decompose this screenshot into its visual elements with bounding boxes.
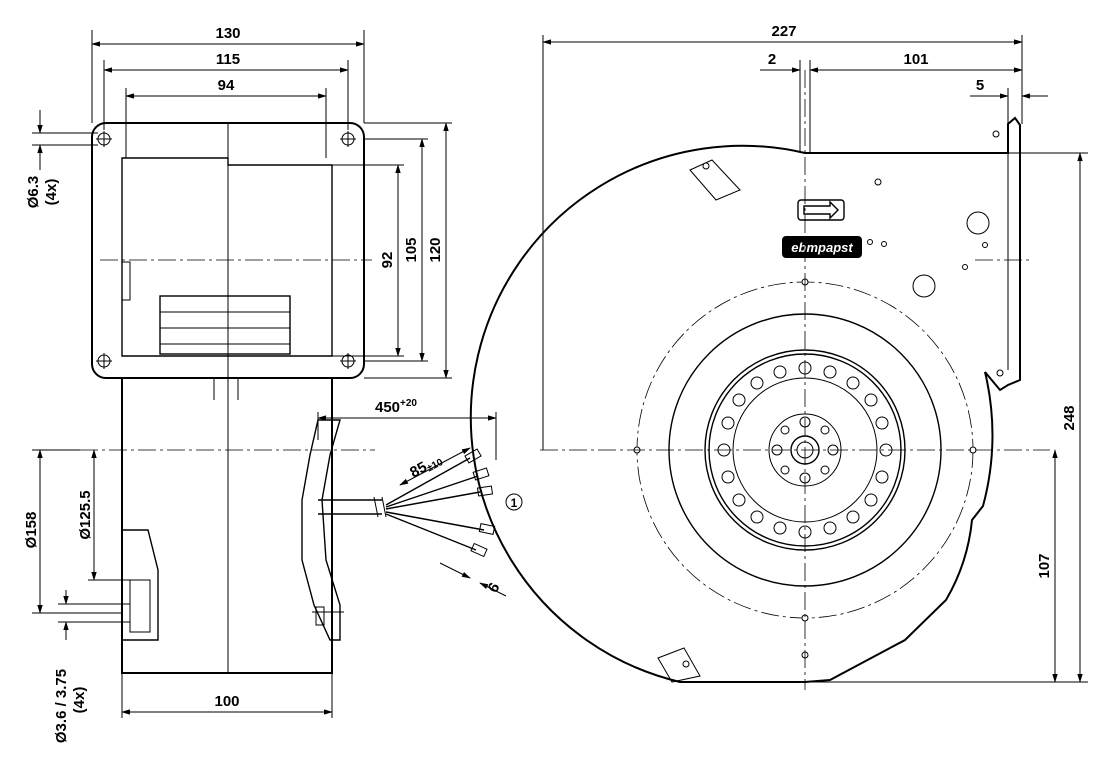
motor-body — [121, 378, 333, 674]
dim-dia-125-5: Ø125.5 — [77, 490, 94, 539]
dim-101: 101 — [903, 51, 928, 68]
dim-2: 2 — [768, 51, 776, 68]
dim-450-tol: +20 — [400, 398, 417, 409]
dim-5: 5 — [976, 77, 984, 94]
rotor-holes — [717, 361, 893, 539]
dim-dia-158: Ø158 — [23, 512, 40, 549]
dim-450: 450+20 — [375, 398, 417, 416]
callout-number: 1 — [511, 496, 518, 510]
outlet-housing — [121, 157, 333, 357]
dim-227: 227 — [771, 23, 796, 40]
dim-105: 105 — [403, 237, 420, 262]
rotation-direction-arrow-icon — [797, 199, 845, 221]
brand-logo: ebmpapst — [782, 236, 862, 258]
dim-hole-3-6: Ø3.6 / 3.75 — [53, 669, 70, 743]
dim-85-tol: ±10 — [425, 457, 445, 475]
dim-hole-6-3: Ø6.3 — [25, 176, 42, 209]
dim-6: 6 — [485, 580, 504, 596]
dim-94: 94 — [218, 77, 235, 94]
brand-logo-text: ebmpapst — [791, 240, 853, 255]
cable — [318, 499, 382, 515]
dim-130: 130 — [215, 25, 240, 42]
dim-120: 120 — [427, 237, 444, 262]
cable-gland — [301, 419, 341, 641]
dim-107: 107 — [1036, 553, 1053, 578]
scroll-housing — [469, 116, 1021, 683]
callout-circle — [505, 493, 523, 511]
side-view: 1 130 115 94 92 105 120 — [23, 25, 523, 743]
front-view: ebmpapst 227 2 101 5 248 107 — [469, 23, 1088, 690]
dim-248: 248 — [1061, 405, 1078, 430]
dim-hole-6-3-qty: (4x) — [43, 179, 60, 206]
dim-92: 92 — [379, 252, 396, 269]
dim-85: 85±10 — [407, 451, 445, 483]
outlet-block — [159, 295, 291, 355]
dim-115: 115 — [216, 51, 240, 68]
dim-450-value: 450 — [375, 399, 400, 416]
dim-85-value: 85 — [407, 459, 430, 482]
dim-hole-3-6-qty: (4x) — [71, 687, 88, 714]
dim-100: 100 — [214, 693, 239, 710]
